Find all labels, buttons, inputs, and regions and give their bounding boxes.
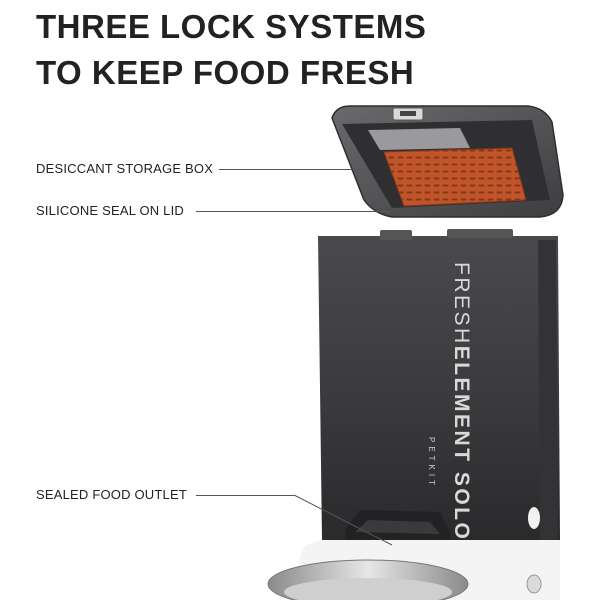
headline-line-1: THREE LOCK SYSTEMS (36, 8, 427, 45)
headline: THREE LOCK SYSTEMS TO KEEP FOOD FRESH (36, 4, 426, 96)
brand-maker: PETKIT (427, 437, 436, 489)
brand-solo: SOLO (450, 464, 473, 542)
brand-element: ELEMENT (450, 346, 473, 464)
brand-fresh: FRESH (450, 262, 473, 346)
headline-line-2: TO KEEP FOOD FRESH (36, 54, 415, 91)
leader-desiccant (219, 169, 364, 170)
callout-desiccant: DESICCANT STORAGE BOX (36, 161, 214, 176)
callout-outlet: SEALED FOOD OUTLET (36, 487, 187, 502)
brand-text: FRESHELEMENT SOLO PETKIT (427, 262, 473, 541)
desiccant-box (383, 147, 527, 207)
svg-text:FRESHELEMENT SOLO: FRESHELEMENT SOLO (450, 262, 473, 541)
leader-silicone (196, 211, 392, 212)
callout-silicone: SILICONE SEAL ON LID (36, 203, 185, 218)
leader-outlet (196, 495, 294, 496)
base-and-bowl (267, 540, 560, 600)
container-body (318, 229, 560, 560)
